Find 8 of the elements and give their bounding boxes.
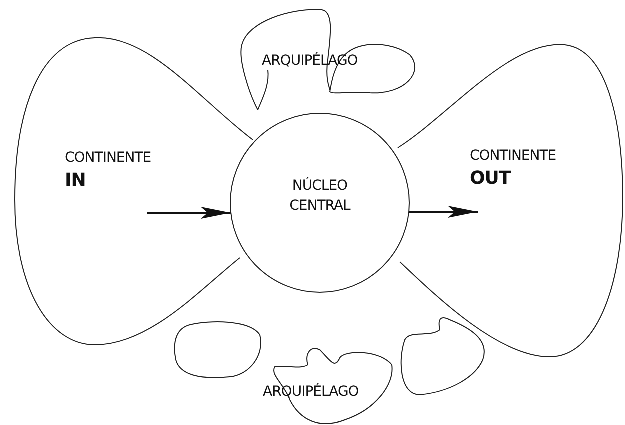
node-label: OUT: [470, 168, 511, 189]
node-label: CONTINENTE: [470, 148, 556, 164]
node-label: CONTINENTE: [65, 150, 152, 166]
arrow: [147, 207, 231, 219]
arrow: [409, 206, 478, 218]
node-label: NÚCLEO CENTRAL: [288, 176, 352, 216]
node-label: IN: [65, 170, 86, 191]
core-circle: [230, 113, 410, 293]
